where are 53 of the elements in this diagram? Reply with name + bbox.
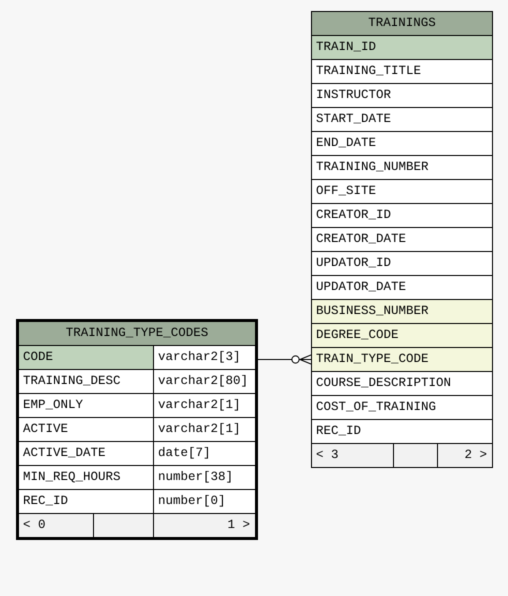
data-type: number[38] [158,469,234,486]
column-name: BUSINESS_NUMBER [316,303,429,320]
data-type: date[7] [158,445,211,462]
column-name: DEGREE_CODE [316,327,399,344]
table-row [19,490,255,514]
table-footer [19,514,255,537]
column-name: UPDATOR_ID [316,255,392,272]
column-name: OFF_SITE [316,183,376,200]
table-header: TRAINING_TYPE_CODES [19,322,255,346]
data-type: varchar2[1] [158,421,241,438]
relationship-line [258,354,312,364]
data-type: varchar2[80] [158,373,248,390]
table-row [19,442,255,466]
data-type: number[0] [158,493,226,510]
column-name: START_DATE [316,111,392,128]
table-row [19,418,255,442]
data-type: varchar2[1] [158,397,241,414]
table-row [312,300,492,324]
column-name: TRAINING_DESC [23,373,121,390]
column-name: INSTRUCTOR [316,87,392,104]
table-row [19,370,255,394]
table-row [19,394,255,418]
column-name: COST_OF_TRAINING [316,399,436,416]
column-name: END_DATE [316,135,376,152]
column-name: REC_ID [23,493,68,510]
table-row [312,36,492,60]
count-label: 1 > [227,517,250,534]
column-name: MIN_REQ_HOURS [23,469,121,486]
column-name: ACTIVE [23,421,68,438]
table-footer [312,444,492,467]
count-label: < 0 [23,517,46,534]
database-table [311,11,493,468]
table-row [312,324,492,348]
column-name: TRAIN_TYPE_CODE [316,351,429,368]
table-row [19,466,255,490]
column-name: UPDATOR_DATE [316,279,406,296]
column-name: COURSE_DESCRIPTION [316,375,452,392]
database-table [16,319,258,540]
table-row [19,346,255,370]
column-name: REC_ID [316,423,362,440]
count-label: 2 > [464,447,487,464]
column-name: CREATOR_DATE [316,231,406,248]
column-name: ACTIVE_DATE [23,445,106,462]
column-name: EMP_ONLY [23,397,84,414]
table-header: TRAININGS [312,12,492,36]
table-row [312,348,492,372]
column-name: TRAINING_TITLE [316,63,422,80]
data-type: varchar2[3] [158,349,241,366]
column-name: TRAIN_ID [316,39,376,56]
count-label: < 3 [316,447,339,464]
column-name: CREATOR_ID [316,207,392,224]
column-name: CODE [23,349,54,366]
column-name: TRAINING_NUMBER [316,159,429,176]
